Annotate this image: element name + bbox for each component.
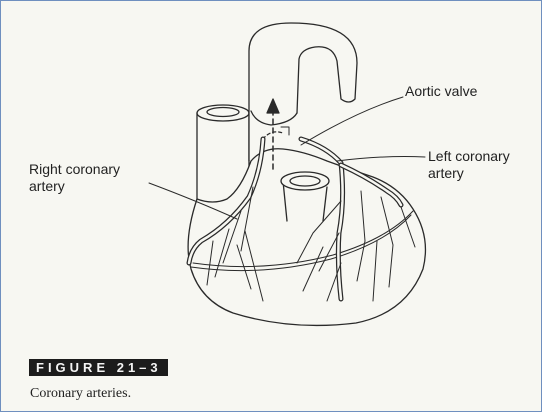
figure-caption: Coronary arteries. bbox=[30, 386, 131, 402]
label-right-coronary-artery: Right coronary artery bbox=[29, 161, 120, 195]
label-aortic-valve: Aortic valve bbox=[405, 83, 477, 100]
aortic-valve-marker bbox=[281, 127, 289, 135]
label-left-coronary-artery: Left coronary artery bbox=[428, 148, 510, 182]
figure-number-badge: FIGURE 21–3 bbox=[29, 359, 168, 376]
